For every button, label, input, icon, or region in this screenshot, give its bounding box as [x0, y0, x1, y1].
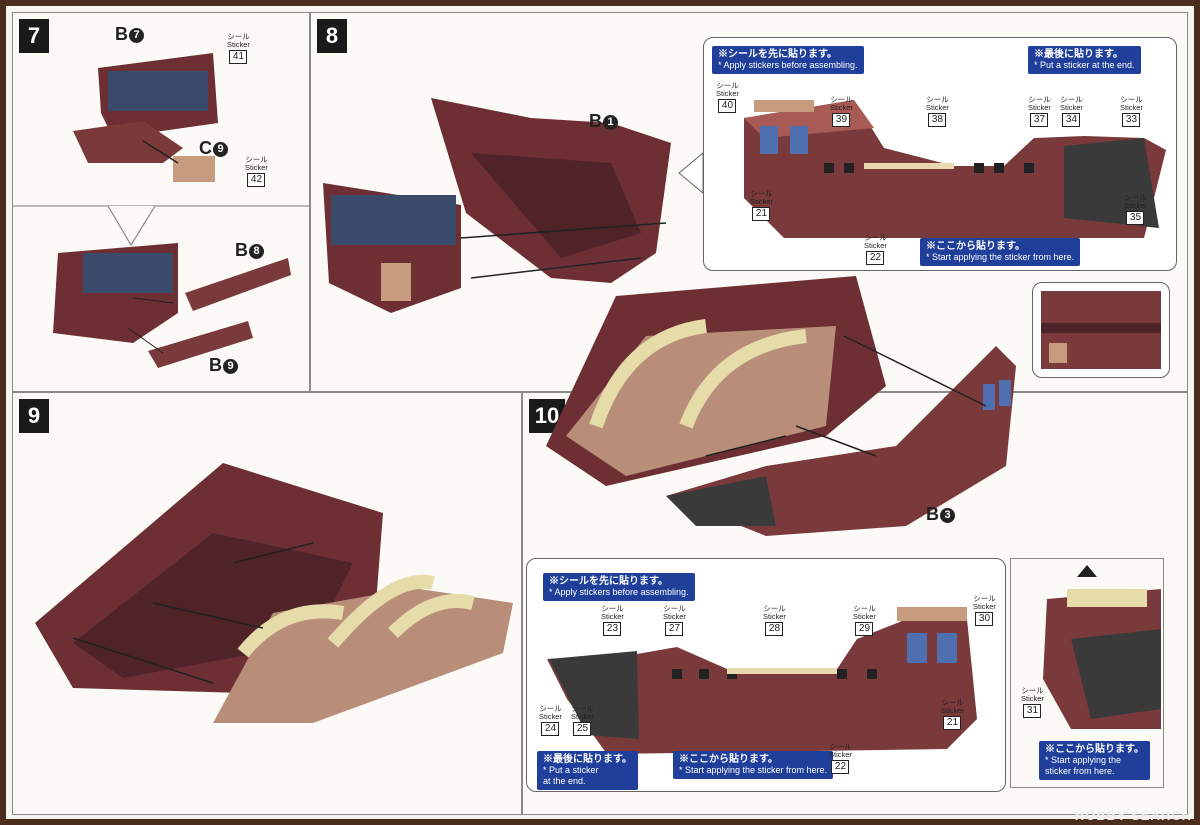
step-9-number: 9 [19, 399, 49, 433]
brand-watermark: HOBBY SEARCH [1074, 808, 1192, 823]
note-apply-before: ※シールを先に貼ります。* Apply stickers before asse… [712, 46, 864, 74]
detail-zoom-image [1041, 291, 1161, 369]
note-start-here: ※ここから貼ります。* Start applying the sticker f… [920, 238, 1081, 266]
detail-callout-top [1032, 282, 1170, 378]
step-7-number: 7 [19, 19, 49, 53]
step-8-illustration [323, 98, 704, 313]
step-10-number: 10 [529, 399, 565, 433]
stern-illustration [1043, 565, 1161, 729]
step-9-panel: 9 [12, 392, 522, 815]
step-8-sticker-callout: ※シールを先に貼ります。* Apply stickers before asse… [703, 37, 1177, 271]
ship-side-sticker-diagram [744, 100, 1166, 238]
ship-side-sticker-diagram-2 [547, 607, 977, 754]
step-7-illustration [13, 53, 309, 368]
note-start-here-2: ※ここから貼ります。* Start applying the sticker f… [673, 751, 834, 779]
step-8-number: 8 [317, 19, 347, 53]
note-apply-before-2: ※シールを先に貼ります。* Apply stickers before asse… [543, 573, 695, 601]
note-put-at-end: ※最後に貼ります。* Put a sticker at the end. [1028, 46, 1141, 74]
step-10-sticker-callout: ※シールを先に貼ります。* Apply stickers before asse… [526, 558, 1006, 792]
step-9-illustration [35, 463, 513, 723]
